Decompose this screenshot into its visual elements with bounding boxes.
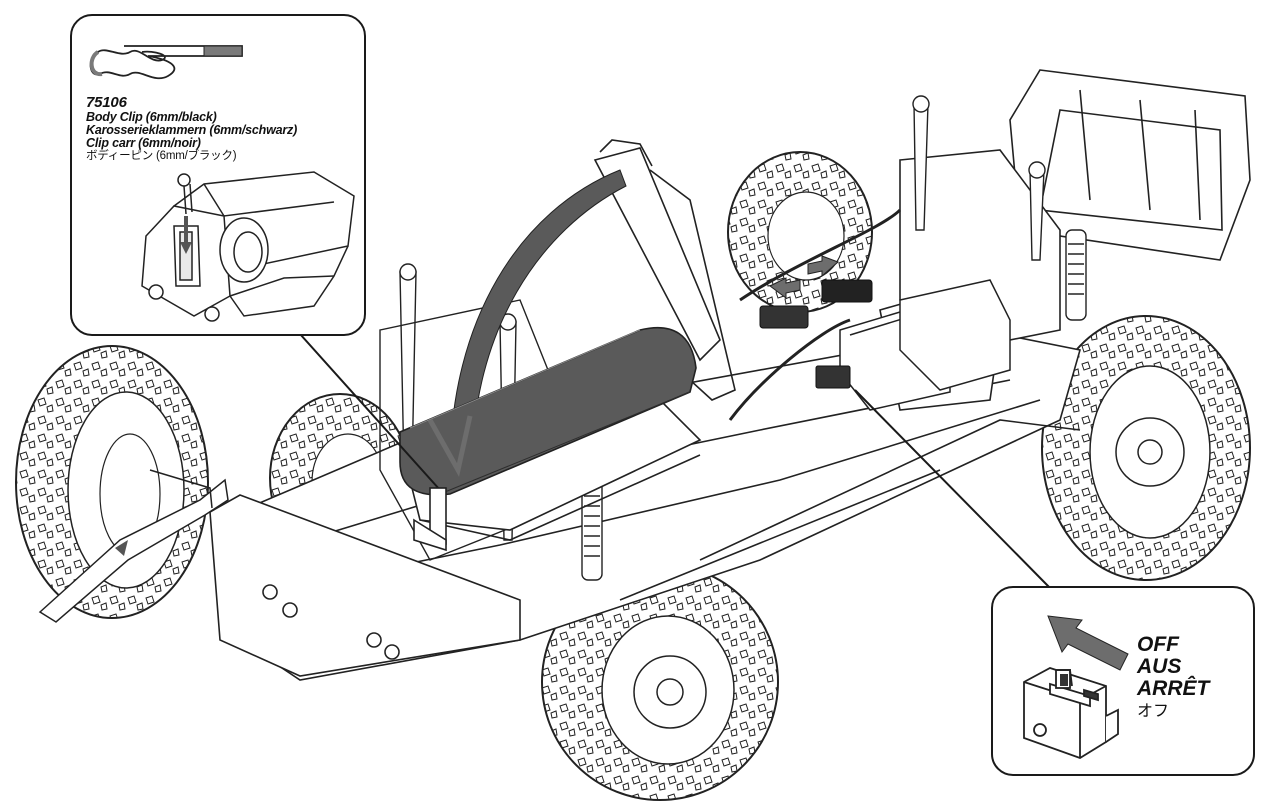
body-clip-part-text: 75106 Body Clip (6mm/black) Karosseriekl…	[86, 94, 297, 163]
battery-connector	[759, 279, 873, 389]
clip-detail-illustration	[141, 171, 355, 322]
switch-label-jp: オフ	[1137, 703, 1170, 720]
switch-leader-line	[854, 389, 1051, 589]
part-name-jp: ボディーピン (6mm/ブラック)	[86, 150, 237, 162]
strap-arrow-icon	[427, 415, 473, 477]
part-name-en: Body Clip (6mm/black)	[86, 110, 217, 124]
part-name-fr: Clip carr (6mm/noir)	[86, 136, 201, 150]
battery-pack-icon	[399, 326, 697, 496]
switch-state-labels: OFF AUS ARRÊT オフ	[1137, 634, 1209, 724]
part-name-de: Karosserieklammern (6mm/schwarz)	[86, 123, 298, 137]
connect-arrows-icon	[769, 255, 839, 299]
front-right-wheel	[541, 563, 779, 801]
body-clip-icon	[89, 45, 243, 80]
push-arrow-icon	[1047, 615, 1129, 671]
installed-clip	[413, 487, 447, 552]
switch-label-en: OFF	[1137, 633, 1179, 656]
part-number: 75106	[86, 94, 127, 111]
switch-label-fr: ARRÊT	[1137, 677, 1210, 700]
rear-right-wheel	[1041, 315, 1251, 581]
switch-label-de: AUS	[1137, 655, 1182, 678]
electronics	[728, 208, 1011, 421]
power-switch-icon	[1023, 615, 1129, 759]
spare-wheel	[15, 345, 229, 623]
